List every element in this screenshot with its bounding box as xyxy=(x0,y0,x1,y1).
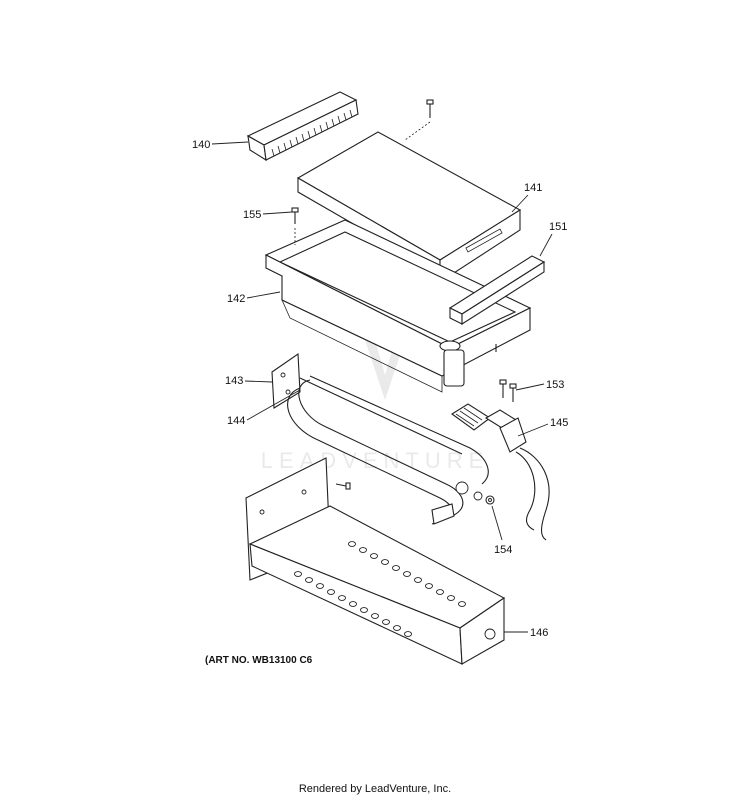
callout-153[interactable]: 153 xyxy=(515,379,564,391)
callout-140[interactable]: 140 xyxy=(192,139,249,151)
callout-label: 151 xyxy=(549,221,567,233)
part-145-igniter[interactable] xyxy=(451,403,550,541)
part-144-burner[interactable] xyxy=(287,375,489,525)
part-154-nut[interactable] xyxy=(485,495,495,505)
callout-151[interactable]: 151 xyxy=(539,221,567,257)
part-151-handle[interactable] xyxy=(448,255,546,326)
part-146-tray[interactable] xyxy=(245,457,506,665)
callout-141[interactable]: 141 xyxy=(511,182,542,213)
callout-155[interactable]: 155 xyxy=(243,209,293,221)
callout-144[interactable]: 144 xyxy=(227,389,301,427)
callout-label: 142 xyxy=(227,293,245,305)
callout-label: 153 xyxy=(546,379,564,391)
callout-label: 141 xyxy=(524,182,542,194)
part-143-bracket[interactable] xyxy=(271,352,301,409)
tray-holes-row-1 xyxy=(348,541,466,607)
callout-label: 154 xyxy=(494,544,512,556)
footer-credit: Rendered by LeadVenture, Inc. xyxy=(298,783,452,795)
callout-label: 144 xyxy=(227,415,245,427)
tray-holes-row-2 xyxy=(294,571,412,637)
watermark: LEADVENTURE xyxy=(261,340,490,473)
callout-146[interactable]: 146 xyxy=(504,627,548,639)
callout-145[interactable]: 145 xyxy=(517,417,568,437)
callout-143[interactable]: 143 xyxy=(225,375,273,387)
art-number: (ART NO. WB13100 C6 xyxy=(205,655,313,666)
callout-154[interactable]: 154 xyxy=(491,505,512,556)
part-155-screw[interactable] xyxy=(291,207,299,245)
callout-142[interactable]: 142 xyxy=(227,291,281,305)
top-screw[interactable] xyxy=(404,99,434,141)
callout-label: 155 xyxy=(243,209,261,221)
part-140-vent-trim[interactable] xyxy=(246,91,359,162)
callout-label: 146 xyxy=(530,627,548,639)
watermark-text: LEADVENTURE xyxy=(261,448,490,473)
callout-label: 143 xyxy=(225,375,243,387)
part-153-screws[interactable] xyxy=(499,379,517,402)
callout-label: 145 xyxy=(550,417,568,429)
callout-label: 140 xyxy=(192,139,210,151)
